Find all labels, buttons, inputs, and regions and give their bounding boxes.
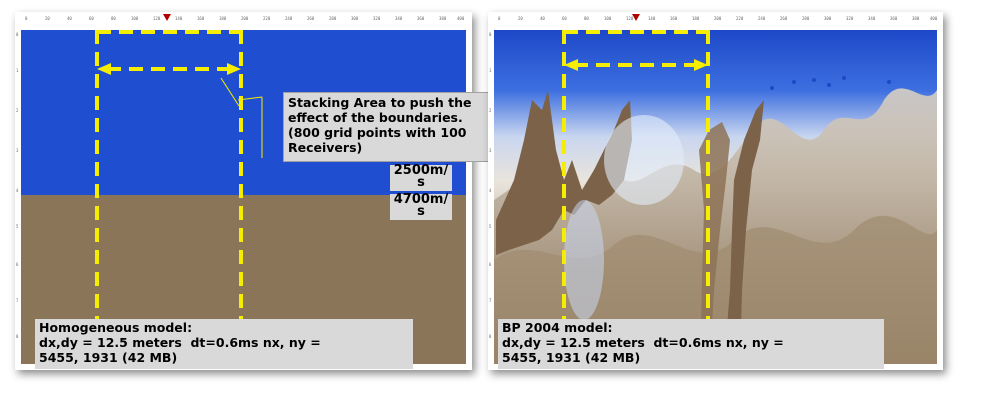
arrow-head-right-icon <box>227 63 241 75</box>
arrow-head-left-icon <box>97 63 111 75</box>
homogeneous-model-caption: Homogeneous model: dx,dy = 12.5 meters d… <box>35 319 413 369</box>
arrow-head-right-icon <box>694 59 708 71</box>
stacking-area-box <box>95 30 243 364</box>
source-marker-icon <box>163 14 171 21</box>
bp2004-model-caption: BP 2004 model: dx,dy = 12.5 meters dt=0.… <box>498 319 884 369</box>
source-marker-icon <box>632 14 640 21</box>
velocity-label-sediment: 4700m/ s <box>390 193 452 220</box>
arrow-head-left-icon <box>564 59 578 71</box>
bp2004-velocity-model <box>494 30 937 364</box>
velocity-label-water: 2500m/ s <box>390 164 452 191</box>
stacking-area-box <box>562 30 710 364</box>
